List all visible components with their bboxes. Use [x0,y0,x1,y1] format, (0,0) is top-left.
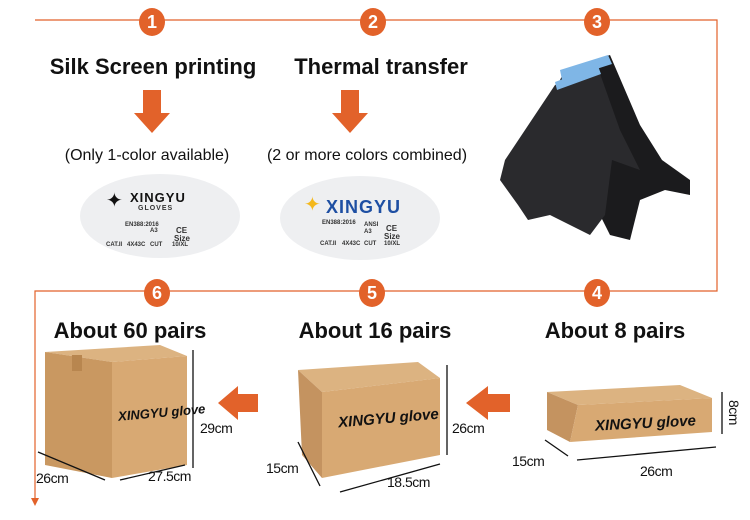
box-60-pairs [45,345,187,478]
box-5-depth: 15cm [266,460,299,476]
step-1-note: (Only 1-color available) [64,147,230,164]
box-6-width: 27.5cm [148,468,191,484]
step-badge-5: 5 [359,279,385,307]
step-6-title: About 60 pairs [53,318,207,343]
label-sub: GLOVES [138,205,174,212]
box-8-pairs [547,385,712,442]
step-badge-3: 3 [584,8,610,36]
label-ansi: ANSI [364,222,379,228]
step-badge-2: 2 [360,8,386,36]
label-size-value: 10/XL [172,242,189,248]
box-6-depth: 26cm [36,470,69,486]
label-brand: XINGYU [326,197,402,217]
left-arrow-1 [218,386,258,420]
label-ce: CE [386,224,398,233]
step-1-title: Silk Screen printing [49,54,257,79]
label-size-value: 10/XL [384,241,401,247]
label-cat: CAT.II [106,242,123,248]
left-arrow-2 [466,386,510,420]
label-cat: CAT.II [320,241,337,247]
label-rating: 4X43C [127,242,146,248]
label-ansi-level: A3 [364,229,372,235]
box-16-pairs [298,362,440,478]
gloves-image [500,55,690,240]
star-logo-icon: ✦ [106,190,123,212]
box-5-height: 26cm [452,420,485,436]
box-4-height: 8cm [726,400,742,425]
step-2-note: (2 or more colors combined) [266,147,468,164]
step-badge-6: 6 [144,279,170,307]
label-ce: CE [176,226,188,235]
label-tag-monochrome: ✦ XINGYU GLOVES EN388:2016 CAT.II 4X43C … [80,174,240,258]
flow-arrowhead [31,498,39,506]
step-2-title: Thermal transfer [294,54,468,79]
label-ansi-level: A3 [150,228,158,234]
label-size: Size [384,232,401,241]
step-badge-1: 1 [139,8,165,36]
down-arrow-2 [332,90,368,133]
step-badge-4: 4 [584,279,610,307]
flow-line [34,19,718,500]
star-logo-icon: ✦ [304,194,321,216]
label-size: Size [174,234,191,243]
box-5-width: 18.5cm [387,474,430,490]
label-brand: XINGYU [130,190,186,205]
label-standard: EN388:2016 [125,222,159,228]
label-standard: EN388:2016 [322,220,356,226]
box-4-width: 26cm [640,463,673,479]
label-cut: CUT [150,242,163,248]
label-cut: CUT [364,241,377,247]
label-tag-color: ✦ XINGYU EN388:2016 CAT.II 4X43C ANSI A3… [280,176,440,260]
label-rating: 4X43C [342,241,361,247]
box-6-height: 29cm [200,420,233,436]
step-5-title: About 16 pairs [298,318,452,343]
step-4-title: About 8 pairs [544,318,686,343]
down-arrow-1 [134,90,170,133]
box-4-depth: 15cm [512,453,545,469]
